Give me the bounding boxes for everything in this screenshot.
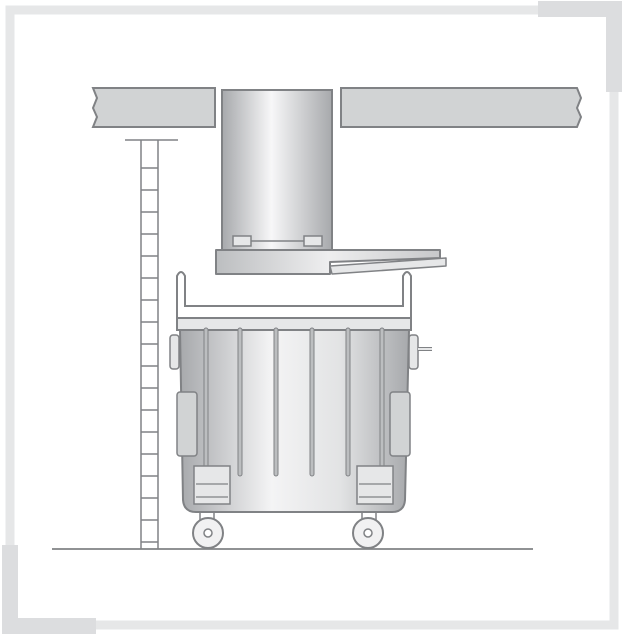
ceiling-slab-left [91,87,216,128]
bin-rib [273,327,279,477]
ladder [125,139,178,549]
bin-foot-pad-right [356,465,394,505]
bin-rib [203,327,209,477]
bin-rib [237,327,243,477]
discharge-plate [215,249,447,275]
bin-wheel-right [352,512,384,549]
bin-rib [379,327,385,477]
bin-wheel-left [192,512,224,549]
bin-foot-pad-left [193,465,231,505]
waste-bin [169,271,432,549]
ladder-rungs [141,167,158,543]
bin-rib [309,327,315,477]
ceiling-slab-right [340,87,583,128]
chute-pipe [221,89,333,251]
bin-rib [345,327,351,477]
